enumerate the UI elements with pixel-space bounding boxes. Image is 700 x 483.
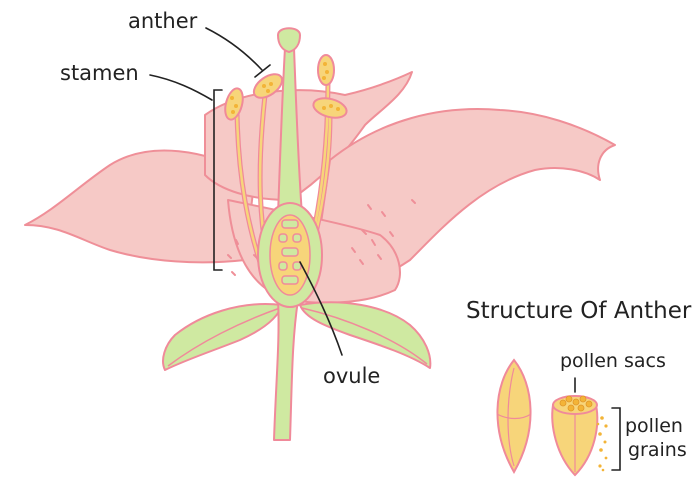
pollen-grains-dots — [597, 416, 608, 471]
ovule-label: ovule — [323, 364, 380, 388]
anther-cross-section — [552, 396, 597, 475]
anther-label: anther — [128, 9, 198, 33]
pollen-grains-label-line2: grains — [628, 439, 687, 461]
stamen-label: stamen — [60, 61, 139, 85]
stigma — [278, 28, 300, 52]
anther-pointer-line — [206, 28, 262, 70]
anther-3 — [318, 55, 334, 85]
pollen-grains-label-line1: pollen — [625, 415, 683, 437]
anther-whole — [497, 360, 531, 472]
structure-title: Structure Of Anther — [466, 298, 692, 324]
stamen-pointer-line — [150, 75, 212, 100]
pollen-grains-bracket — [612, 408, 620, 470]
pollen-sacs-label: pollen sacs — [560, 350, 666, 372]
stem — [274, 300, 298, 440]
